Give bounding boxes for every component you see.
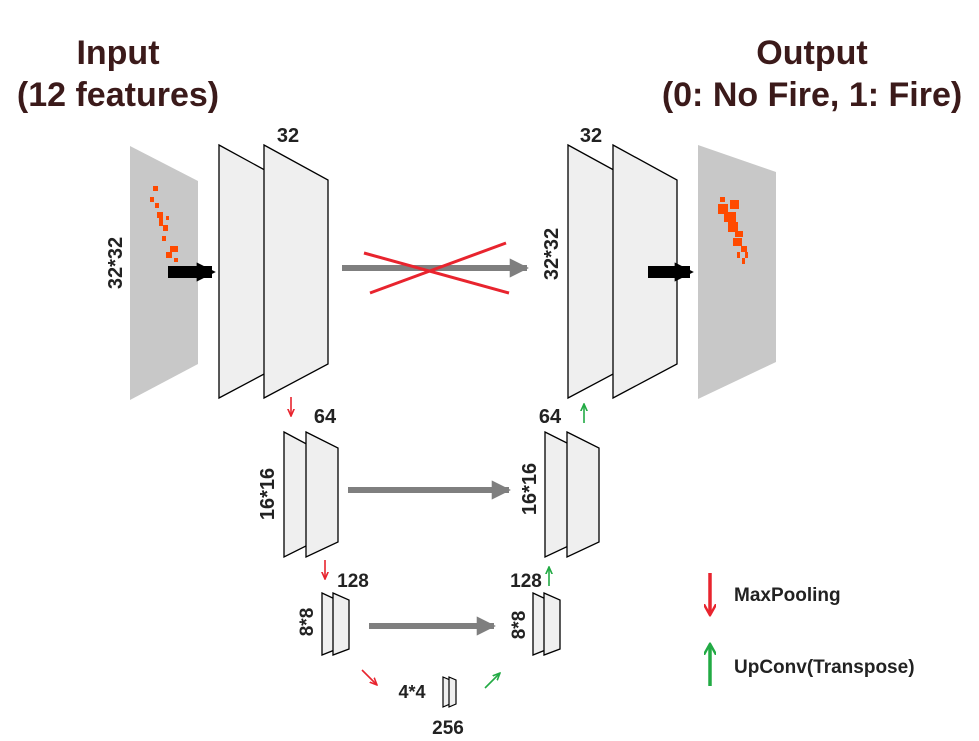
legend-upconv-label: UpConv(Transpose)	[734, 657, 915, 678]
legend: MaxPooling UpConv(Transpose)	[710, 573, 915, 686]
encoder-l3-map-b	[332, 592, 350, 656]
maxpool-arrow-3	[361, 669, 377, 685]
decoder-l3-size-label: 8*8	[509, 611, 530, 640]
input-subtitle: (12 features)	[17, 76, 219, 114]
decoder-l3-map-b	[543, 592, 561, 656]
output-subtitle: (0: No Fire, 1: Fire)	[662, 76, 962, 114]
encoder-l2-channels: 64	[314, 406, 337, 428]
decoder-l2-map-b	[566, 430, 600, 559]
encoder-l3-size-label: 8*8	[297, 608, 318, 637]
encoder-l2-map-b	[305, 430, 339, 559]
cross-line-a	[363, 251, 510, 295]
encoder-l1-map-b	[263, 143, 329, 400]
input-fire-pixels	[150, 186, 178, 262]
encoder-l3-channels: 128	[337, 571, 369, 592]
encoder-l1-channels: 32	[277, 125, 299, 147]
legend-maxpool-label: MaxPooling	[734, 585, 841, 606]
upconv-arrow-1	[484, 673, 500, 689]
input-image-panel	[130, 146, 198, 400]
cross-line-b	[369, 241, 507, 295]
output-image-panel	[698, 145, 776, 399]
output-title: Output	[756, 34, 867, 72]
bottleneck-map-b	[448, 676, 457, 708]
decoder-l2-channels: 64	[539, 406, 562, 428]
decoder-l1-size-label: 32*32	[541, 228, 563, 280]
decoder-l1-map-b	[612, 143, 678, 400]
bottleneck-channels: 256	[432, 718, 464, 739]
decoder-l2-size-label: 16*16	[519, 463, 541, 515]
input-size-label: 32*32	[105, 237, 127, 289]
decoder-l1-channels: 32	[580, 125, 602, 147]
input-title: Input	[76, 34, 159, 72]
bottleneck-size-label: 4*4	[398, 682, 425, 702]
encoder-l2-size-label: 16*16	[257, 468, 279, 520]
output-fire-pixels	[718, 197, 748, 264]
decoder-l3-channels: 128	[510, 571, 542, 592]
